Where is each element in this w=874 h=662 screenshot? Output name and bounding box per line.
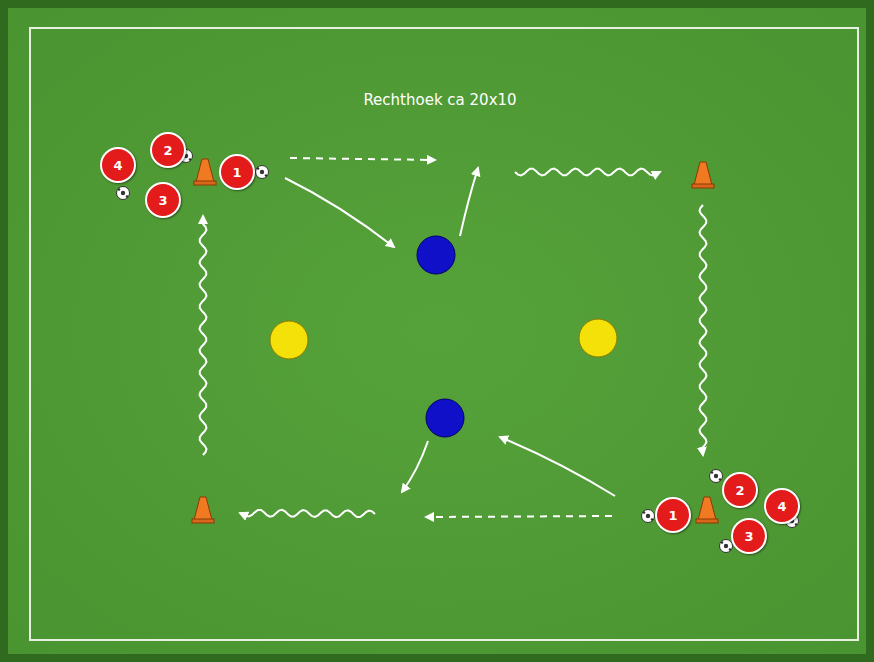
dribble-arrow [200, 216, 207, 455]
player-circle: 1 [655, 497, 691, 533]
run-arrow [402, 441, 428, 492]
arrows [200, 158, 707, 517]
dribble-arrow [700, 205, 707, 455]
dribble-arrow [240, 510, 375, 517]
cone [192, 497, 214, 523]
pass-arrow [290, 158, 435, 160]
player-number: 3 [744, 530, 753, 543]
player-number: 1 [232, 166, 241, 179]
cone [692, 162, 714, 188]
field-line [30, 28, 858, 640]
player-number: 2 [163, 144, 172, 157]
player-number: 4 [113, 159, 122, 172]
player-circle: 2 [150, 132, 186, 168]
ball [117, 187, 130, 200]
player-circle: 4 [100, 147, 136, 183]
cone [194, 159, 216, 185]
cone [696, 497, 718, 523]
player-number: 3 [158, 194, 167, 207]
ball [710, 470, 723, 483]
player-circle: 3 [731, 518, 767, 554]
player-circle: 3 [145, 182, 181, 218]
yellow-player [270, 321, 308, 359]
ball [720, 540, 733, 553]
player-circle: 1 [219, 154, 255, 190]
pass-arrow [426, 516, 612, 517]
player-number: 1 [668, 509, 677, 522]
blue-player [417, 236, 455, 274]
run-arrow [460, 168, 478, 236]
blue-player [426, 399, 464, 437]
ball [642, 510, 655, 523]
yellow-player [579, 319, 617, 357]
ball [256, 166, 269, 179]
run-arrow [500, 437, 615, 496]
player-number: 4 [777, 500, 786, 513]
run-arrow [285, 178, 394, 247]
player-circle: 2 [722, 472, 758, 508]
grass [8, 8, 866, 654]
dribble-arrow [515, 169, 660, 176]
field-label: Rechthoek ca 20x10 [363, 91, 516, 109]
player-circle: 4 [764, 488, 800, 524]
player-number: 2 [735, 484, 744, 497]
